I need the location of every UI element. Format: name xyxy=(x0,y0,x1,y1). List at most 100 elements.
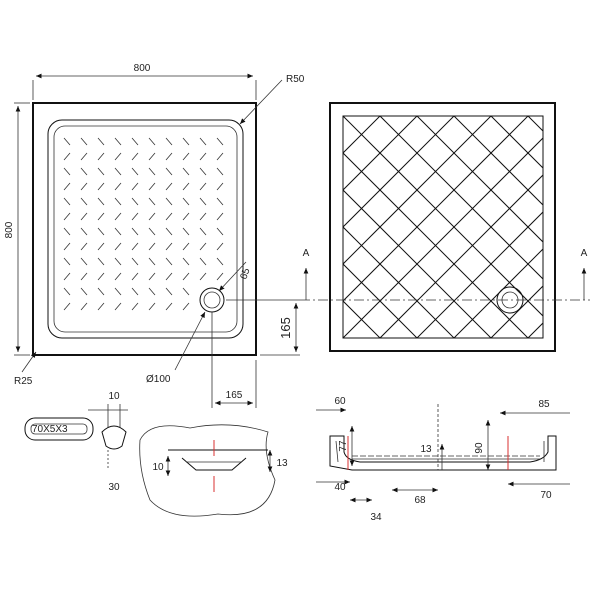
lattice-rib xyxy=(490,116,543,169)
texture-dash xyxy=(63,257,71,266)
texture-dash xyxy=(63,272,71,281)
texture-dash xyxy=(165,287,173,296)
texture-dash xyxy=(165,227,173,236)
lattice-rib xyxy=(490,285,543,338)
texture-dash xyxy=(199,257,207,266)
tray-outline xyxy=(32,102,257,356)
texture-dash xyxy=(199,227,207,236)
texture-dash xyxy=(199,272,207,281)
texture-dash xyxy=(97,227,105,236)
anti-slip-texture xyxy=(63,137,224,311)
texture-dash xyxy=(182,257,190,266)
lattice-rib xyxy=(527,322,543,338)
lattice-rib xyxy=(47,116,269,338)
lattice-rib xyxy=(527,116,543,132)
height-dimension: 800 xyxy=(4,221,15,238)
texture-dash xyxy=(131,152,139,161)
texture-dash xyxy=(165,272,173,281)
waste-left-label: 10 xyxy=(152,462,164,473)
texture-dash xyxy=(114,302,122,311)
texture-dash xyxy=(131,182,139,191)
lattice-rib xyxy=(379,174,543,338)
texture-dash xyxy=(80,152,88,161)
texture-dash xyxy=(80,257,88,266)
texture-dash xyxy=(80,137,88,146)
texture-dash xyxy=(97,182,105,191)
texture-dash xyxy=(80,302,88,311)
texture-dash xyxy=(148,167,156,176)
texture-dash xyxy=(131,272,139,281)
grip-detail: 70X5X3 xyxy=(24,417,94,441)
cross-section: 60 85 77 13 90 40 68 70 34 xyxy=(316,396,570,523)
tray-inner-rim xyxy=(47,119,244,339)
texture-dash xyxy=(131,137,139,146)
dim-68: 68 xyxy=(414,495,426,506)
texture-dash xyxy=(131,287,139,296)
texture-dash xyxy=(199,242,207,251)
texture-dash xyxy=(216,227,224,236)
texture-dash xyxy=(80,197,88,206)
bottom-outline xyxy=(329,102,556,352)
texture-dash xyxy=(97,272,105,281)
texture-dash xyxy=(148,272,156,281)
dim-70: 70 xyxy=(540,490,552,501)
dim-77: 77 xyxy=(338,440,349,452)
plug-detail: 10 30 xyxy=(88,391,128,493)
dim-90: 90 xyxy=(474,442,485,454)
texture-dash xyxy=(114,152,122,161)
texture-dash xyxy=(114,167,122,176)
lattice-rib xyxy=(453,248,543,338)
texture-dash xyxy=(80,212,88,221)
texture-dash xyxy=(199,182,207,191)
texture-dash xyxy=(80,167,88,176)
texture-dash xyxy=(148,212,156,221)
texture-dash xyxy=(114,197,122,206)
texture-dash xyxy=(182,197,190,206)
texture-dash xyxy=(199,197,207,206)
dim-13: 13 xyxy=(420,444,432,455)
texture-dash xyxy=(97,167,105,176)
texture-dash xyxy=(80,227,88,236)
texture-dash xyxy=(182,272,190,281)
lattice-rib xyxy=(343,337,344,338)
texture-dash xyxy=(182,302,190,311)
texture-dash xyxy=(114,227,122,236)
texture-dash xyxy=(199,167,207,176)
texture-dash xyxy=(216,167,224,176)
texture-dash xyxy=(216,197,224,206)
drain-x-dimension: 165 xyxy=(226,390,243,401)
texture-dash xyxy=(148,257,156,266)
plan-view: 800 800 R50 R25 65 Ø100 165 165 xyxy=(4,63,305,408)
texture-dash xyxy=(63,137,71,146)
texture-dash xyxy=(182,137,190,146)
texture-dash xyxy=(165,167,173,176)
texture-dash xyxy=(114,272,122,281)
texture-dash xyxy=(216,257,224,266)
texture-dash xyxy=(114,137,122,146)
texture-dash xyxy=(131,227,139,236)
lattice-rib xyxy=(416,211,543,338)
texture-dash xyxy=(131,197,139,206)
texture-dash xyxy=(165,242,173,251)
texture-dash xyxy=(131,302,139,311)
texture-dash xyxy=(148,242,156,251)
radius-top-label: R50 xyxy=(286,74,305,85)
texture-dash xyxy=(63,182,71,191)
texture-dash xyxy=(114,257,122,266)
texture-dash xyxy=(216,272,224,281)
dim-60: 60 xyxy=(334,396,346,407)
drain-diameter-label: Ø100 xyxy=(146,374,171,385)
section-marker-right: A xyxy=(581,248,588,259)
texture-dash xyxy=(182,167,190,176)
texture-dash xyxy=(114,287,122,296)
texture-dash xyxy=(80,272,88,281)
texture-dash xyxy=(97,137,105,146)
texture-dash xyxy=(63,227,71,236)
texture-dash xyxy=(148,302,156,311)
texture-dash xyxy=(148,152,156,161)
plug-top-label: 10 xyxy=(108,391,120,402)
bottom-view: A A xyxy=(47,102,590,352)
dim-34: 34 xyxy=(370,512,382,523)
texture-dash xyxy=(63,287,71,296)
